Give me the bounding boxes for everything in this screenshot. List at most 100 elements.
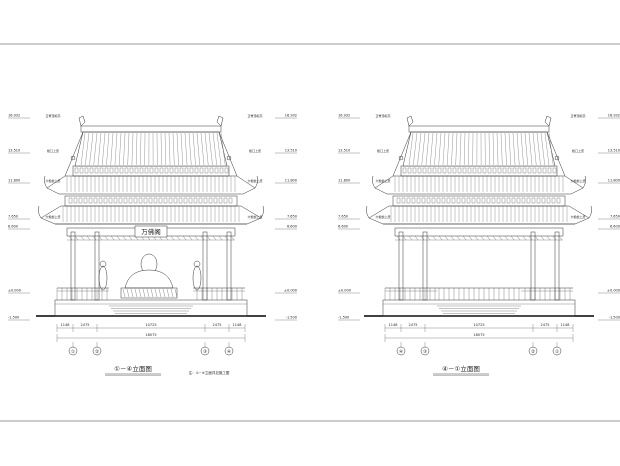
chiwen-right — [216, 115, 224, 127]
dougong-bracket — [203, 197, 208, 204]
dougong-bracket — [432, 167, 437, 174]
dougong-bracket — [546, 197, 551, 204]
level-value-right: 16.932 — [285, 114, 297, 118]
dougong-bracket — [194, 167, 199, 174]
level-value-left: ±0.000 — [338, 289, 351, 293]
dougong-bracket — [218, 197, 223, 204]
dougong-bracket — [209, 167, 214, 174]
level-desc-left: 檐口上皮 — [47, 148, 59, 153]
main-roof — [402, 131, 556, 167]
dougong-bracket — [487, 167, 492, 174]
dougong-bracket — [173, 197, 178, 204]
roof-tile-rib — [106, 132, 110, 166]
dougong-bracket — [417, 167, 422, 174]
dougong-bracket — [521, 197, 526, 204]
level-value-right: 6.600 — [610, 225, 620, 229]
level-value-left: 6.600 — [8, 225, 18, 229]
dougong-bracket — [143, 197, 148, 204]
axis-label: ① — [555, 349, 559, 355]
dougong-bracket — [517, 167, 522, 174]
column — [422, 231, 428, 301]
dougong-bracket — [537, 167, 542, 174]
level-desc-right: 大檐檩上皮 — [570, 178, 585, 183]
level-value-right: -1.500 — [609, 316, 620, 320]
roof-tile-rib — [463, 132, 466, 166]
bracket-lattice — [498, 235, 503, 241]
dougong-bracket — [103, 197, 108, 204]
bracket-lattice — [432, 235, 437, 241]
dougong-bracket — [78, 197, 83, 204]
axis-label: ③ — [203, 349, 207, 355]
dougong-bracket — [491, 197, 496, 204]
roof-tile-rib — [488, 132, 490, 166]
dimension-total: 18075 — [145, 333, 156, 337]
bracket-lattice — [444, 235, 449, 241]
bracket-lattice — [86, 235, 91, 241]
dougong-bracket — [402, 167, 407, 174]
roof-tile-rib — [135, 132, 138, 166]
dougong-bracket — [94, 167, 99, 174]
level-value-left: ±0.000 — [8, 289, 21, 293]
roof-tile-rib — [528, 132, 533, 166]
roof-tile-rib — [459, 132, 462, 166]
roof-tile-rib — [212, 132, 217, 166]
dougong-bracket — [159, 167, 164, 174]
roof-tile-rib — [160, 132, 162, 166]
bracket-lattice — [224, 235, 229, 241]
pedestal-carving — [166, 288, 170, 298]
column — [530, 231, 536, 301]
level-value-left: 7.650 — [8, 215, 18, 219]
roof-tile-rib — [468, 132, 470, 166]
dougong-bracket — [169, 167, 174, 174]
roof-tile-rib — [492, 132, 495, 166]
level-value-right: -1.500 — [286, 316, 297, 320]
dougong-bracket — [168, 197, 173, 204]
roof-tile-rib — [176, 132, 179, 166]
guardian-statue — [192, 265, 202, 291]
dougong-bracket — [183, 197, 188, 204]
level-value-left: 13.510 — [338, 149, 350, 153]
ridge-beast — [398, 155, 404, 161]
roof-tile-rib — [131, 132, 134, 166]
pedestal-carving — [138, 288, 142, 298]
guardian-head — [99, 260, 107, 268]
dougong-bracket — [108, 197, 113, 204]
dimension-value: 1148 — [61, 323, 70, 327]
dougong-bracket — [224, 167, 229, 174]
roof-tile-rib — [516, 132, 520, 166]
axis-label: ② — [531, 349, 535, 355]
dougong-bracket — [461, 197, 466, 204]
dougong-bracket — [124, 167, 129, 174]
bracket-lattice — [438, 235, 443, 241]
level-desc-right: 大檐檩上皮 — [570, 214, 585, 219]
bracket-lattice — [558, 235, 563, 241]
level-desc-left: 檐口上皮 — [377, 148, 389, 153]
roof-tile-rib — [127, 132, 130, 166]
pedestal-carving — [146, 288, 150, 298]
roof-tile-rib — [188, 132, 192, 166]
level-desc-left: 正脊顶标高 — [45, 113, 60, 118]
pedestal-carving — [158, 288, 162, 298]
pedestal-carving — [154, 288, 158, 298]
level-desc-right: 正脊顶标高 — [247, 113, 262, 118]
dimension-total: 18075 — [473, 333, 484, 337]
ridge-beast — [554, 155, 560, 161]
dougong-bracket — [199, 167, 204, 174]
bracket-lattice — [212, 235, 217, 241]
dougong-bracket — [411, 197, 416, 204]
dimension-value: 1148 — [389, 323, 398, 327]
dougong-bracket — [451, 197, 456, 204]
bracket-lattice — [540, 235, 545, 241]
roof-tile-rib — [192, 132, 196, 166]
bracket-lattice — [110, 235, 115, 241]
dougong-bracket — [189, 167, 194, 174]
dougong-bracket — [511, 197, 516, 204]
dougong-bracket — [486, 197, 491, 204]
level-value-right: 11.800 — [608, 179, 620, 183]
bracket-lattice — [92, 235, 97, 241]
axis-bubble — [68, 346, 78, 356]
column — [226, 231, 232, 301]
pedestal-carving — [122, 288, 126, 298]
